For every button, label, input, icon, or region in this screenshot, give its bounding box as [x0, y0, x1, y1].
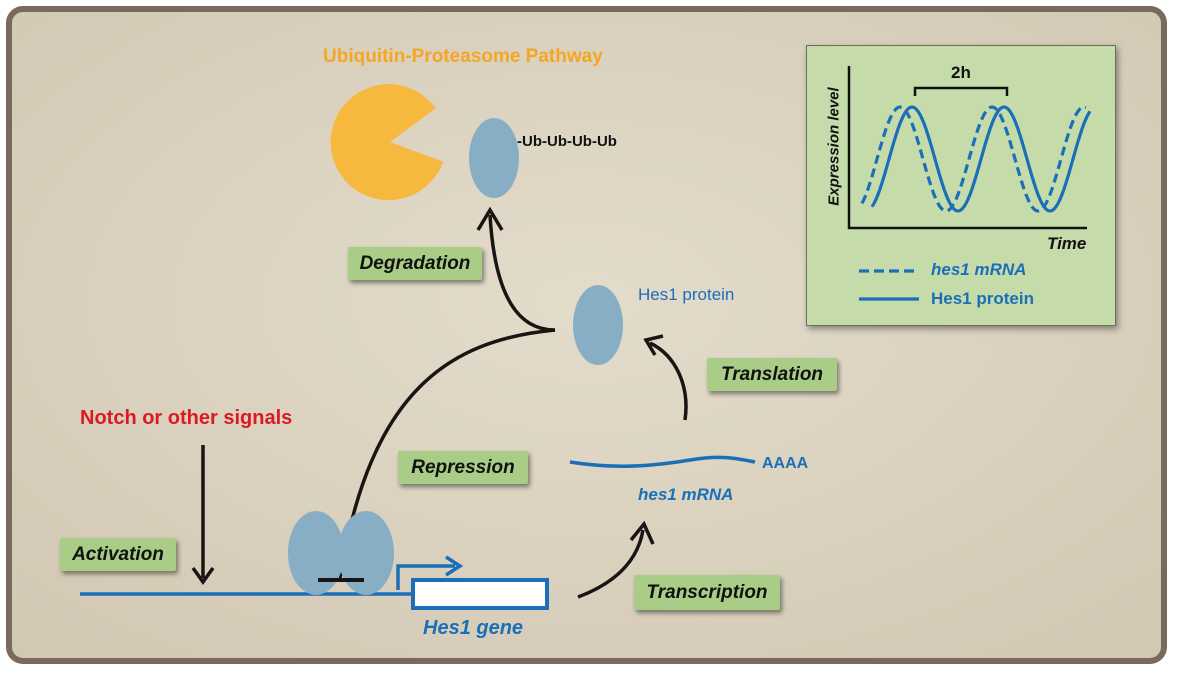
ubiquitinated-protein	[469, 118, 519, 198]
period-label: 2h	[951, 63, 971, 82]
oscillation-plot	[847, 66, 1092, 301]
pathway-title: Ubiquitin-Proteasome Pathway	[323, 46, 603, 67]
degradation-arrowhead	[476, 206, 504, 231]
hes1-protein-label: Hes1 protein	[638, 285, 735, 304]
ubiquitin-chain-label: -Ub-Ub-Ub-Ub	[517, 133, 617, 150]
period-bracket	[913, 86, 1009, 96]
mrna-strand	[569, 455, 756, 468]
notch-signal-label: Notch or other signals	[80, 407, 293, 429]
degradation-step-label: Degradation	[348, 247, 482, 280]
activation-arrowhead	[191, 566, 215, 586]
translation-arrowhead	[643, 334, 664, 356]
transcription-arrow	[577, 529, 645, 599]
activation-step-label: Activation	[60, 538, 176, 571]
hes1-gene-box	[411, 578, 549, 610]
translation-arrow	[649, 341, 688, 421]
tss-arrow	[396, 564, 455, 590]
hes1-gene-label: Hes1 gene	[423, 617, 524, 639]
translation-step-label: Translation	[707, 358, 837, 391]
hes1-protein-shape	[573, 285, 623, 365]
legend-protein-label: Hes1 protein	[931, 289, 1034, 308]
repressor-protein-left	[288, 511, 344, 595]
oscillation-inset: 2h Expression level Time hes1 mRNA Hes1 …	[806, 45, 1116, 326]
polya-tail-label: AAAA	[762, 455, 809, 472]
repression-step-label: Repression	[398, 451, 528, 484]
mrna-oscillation-line	[860, 105, 1087, 213]
repression-line	[338, 328, 556, 579]
proteasome-pacman-icon	[330, 84, 444, 201]
repressor-protein-right	[338, 511, 394, 595]
inset-x-axis-label: Time	[1047, 234, 1087, 253]
inset-y-axis-label: Expression level	[825, 87, 843, 206]
transcription-arrowhead	[629, 520, 655, 545]
legend-mrna-label: hes1 mRNA	[931, 260, 1027, 279]
inset-axes	[847, 66, 1087, 230]
transcription-step-label: Transcription	[634, 575, 780, 610]
tss-arrowhead	[445, 555, 464, 577]
degradation-arrow	[488, 214, 556, 332]
protein-oscillation-line	[870, 105, 1092, 213]
hes1-mrna-label: hes1 mRNA	[638, 485, 734, 504]
